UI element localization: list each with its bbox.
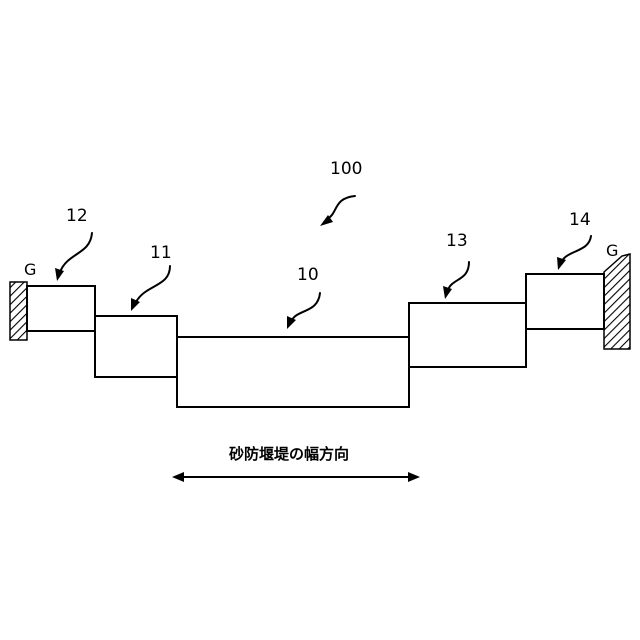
ground-left	[10, 282, 27, 340]
label-ground-left: G	[24, 260, 36, 279]
label-ground-right: G	[606, 241, 618, 260]
label-13: 13	[446, 231, 468, 251]
label-10: 10	[297, 265, 319, 285]
width-direction-caption: 砂防堰堤の幅方向	[229, 445, 349, 463]
width-direction-arrow	[172, 472, 420, 482]
leader-14	[557, 236, 591, 270]
label-12: 12	[66, 206, 88, 226]
block-10	[177, 337, 409, 407]
leader-12	[55, 233, 92, 281]
leader-13	[443, 262, 469, 299]
label-11: 11	[150, 243, 172, 263]
ground-right	[604, 254, 630, 349]
label-14: 14	[569, 210, 591, 230]
label-100: 100	[330, 159, 362, 179]
leader-10	[287, 293, 320, 329]
block-13	[409, 303, 526, 367]
block-14	[526, 274, 604, 329]
leader-100	[320, 196, 355, 226]
block-11	[95, 316, 177, 377]
leader-11	[131, 266, 170, 311]
block-12	[27, 286, 95, 331]
